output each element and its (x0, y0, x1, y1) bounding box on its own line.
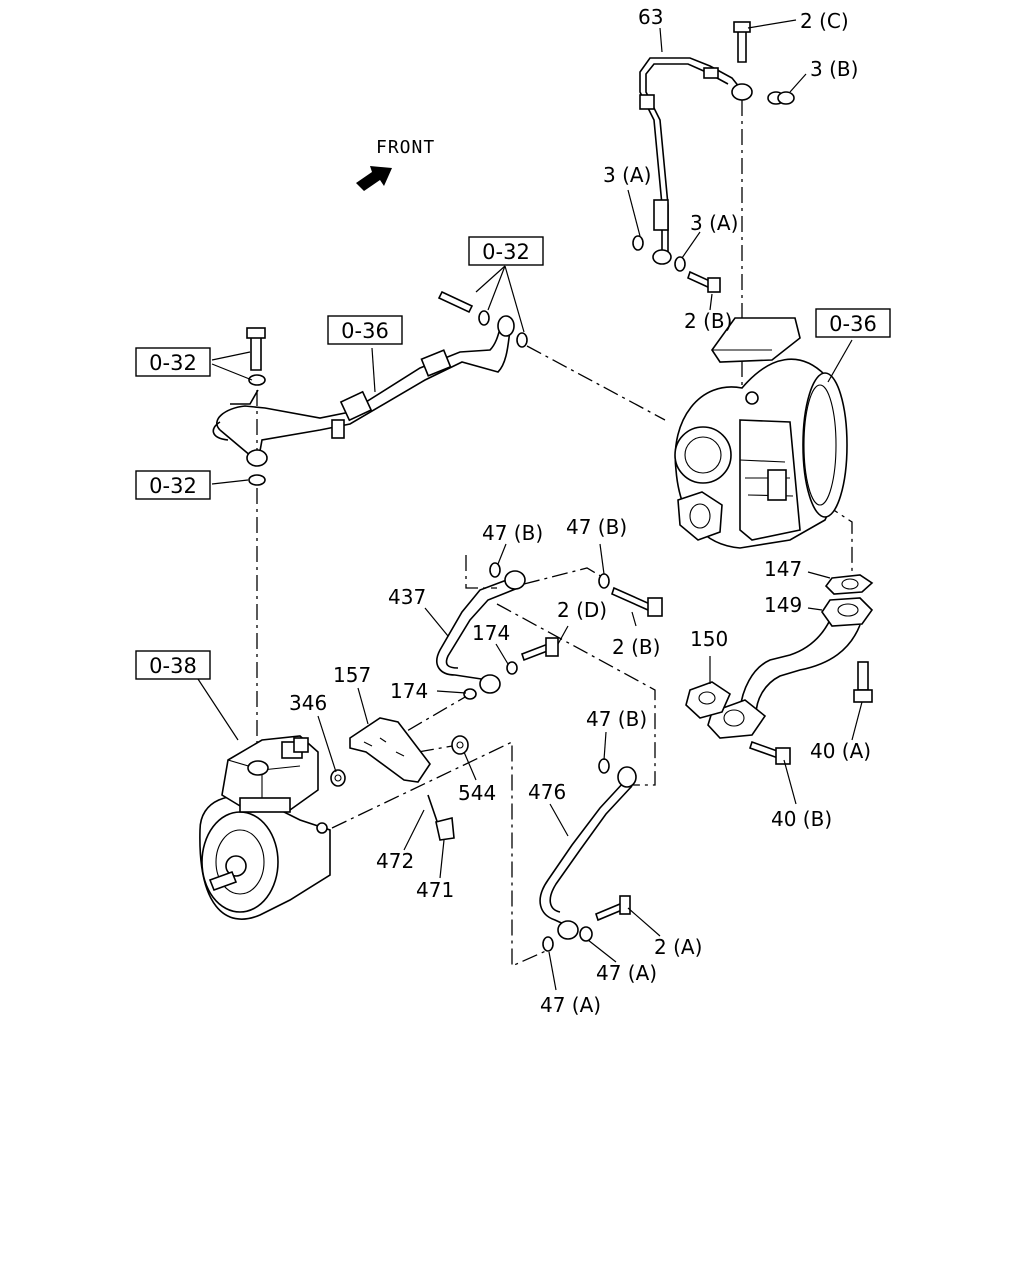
callout-2b-top: 2 (B) (684, 309, 732, 333)
callout-544: 544 (458, 781, 496, 805)
reference-box-0-36-right: 0-36 (815, 308, 891, 338)
callout-149: 149 (764, 593, 802, 617)
bracket-157 (349, 717, 469, 841)
callout-471: 471 (416, 878, 454, 902)
reference-box-label: 0-36 (341, 319, 389, 343)
callout-leaders (195, 19, 863, 991)
callout-150: 150 (690, 627, 728, 651)
callout-47a-right: 47 (A) (596, 961, 657, 985)
callout-47a-bottom: 47 (A) (540, 993, 601, 1017)
pipe-437 (436, 562, 663, 700)
reference-box-0-38: 0-38 (135, 650, 211, 680)
reference-box-0-32-top: 0-32 (468, 236, 544, 266)
turbocharger (674, 317, 848, 549)
reference-box-label: 0-38 (149, 654, 197, 678)
reference-box-0-36-mid: 0-36 (327, 315, 403, 345)
callout-labels: 63 2 (C) 3 (B) 3 (A) 3 (A) 2 (B) 47 (B) … (289, 5, 871, 1017)
callout-40a: 40 (A) (810, 739, 871, 763)
callout-2d: 2 (D) (557, 598, 607, 622)
callout-157: 157 (333, 663, 371, 687)
callout-147: 147 (764, 557, 802, 581)
callout-3a-right: 3 (A) (690, 211, 738, 235)
callout-2b-mid: 2 (B) (612, 635, 660, 659)
pipe-476 (539, 758, 637, 952)
reference-box-label: 0-36 (829, 312, 877, 336)
callout-2a: 2 (A) (654, 935, 702, 959)
callout-346: 346 (289, 691, 327, 715)
callout-47b-low: 47 (B) (586, 707, 647, 731)
front-arrow-icon (356, 166, 392, 191)
callout-47b-right: 47 (B) (566, 515, 627, 539)
reference-box-label: 0-32 (482, 240, 530, 264)
oil-feed-pipe-63 (632, 21, 795, 293)
oil-outlet-assembly (685, 574, 874, 765)
callout-174-lower: 174 (390, 679, 428, 703)
callout-40b: 40 (B) (771, 807, 832, 831)
callout-437: 437 (388, 585, 426, 609)
reference-box-0-32-lower: 0-32 (135, 470, 211, 500)
callout-3a-left: 3 (A) (603, 163, 651, 187)
reference-box-label: 0-32 (149, 474, 197, 498)
air-compressor (199, 735, 346, 920)
callout-472: 472 (376, 849, 414, 873)
callout-3b: 3 (B) (810, 57, 858, 81)
callout-476: 476 (528, 780, 566, 804)
oil-return-pipe-0-36 (212, 290, 528, 486)
reference-box-0-32-left: 0-32 (135, 347, 211, 377)
callout-47b-left: 47 (B) (482, 521, 543, 545)
reference-box-label: 0-32 (149, 351, 197, 375)
connection-lines (256, 100, 853, 968)
callout-63: 63 (638, 5, 663, 29)
front-label: FRONT (376, 137, 435, 158)
callout-174-upper: 174 (472, 621, 510, 645)
callout-2c: 2 (C) (800, 9, 849, 33)
